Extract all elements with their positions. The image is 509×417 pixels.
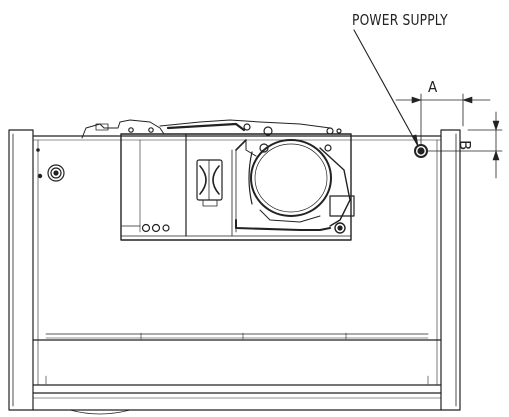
fan-motor [196, 159, 223, 207]
right-end-cap [440, 129, 461, 411]
left-end-cap [8, 129, 34, 411]
refrigeration-unit [81, 119, 355, 241]
compressor [245, 139, 355, 234]
dimension-b [426, 111, 503, 179]
power-supply-label: POWER SUPPLY [352, 11, 448, 29]
dimension-a-label: A [428, 78, 438, 96]
power-supply-inlet [414, 144, 428, 158]
drain-fitting [37, 164, 65, 182]
power-supply-leader [353, 29, 419, 147]
screw-marker [36, 148, 40, 152]
dimension-b-label: B [456, 140, 474, 151]
dimension-a [395, 93, 491, 145]
unit-body [32, 135, 442, 415]
